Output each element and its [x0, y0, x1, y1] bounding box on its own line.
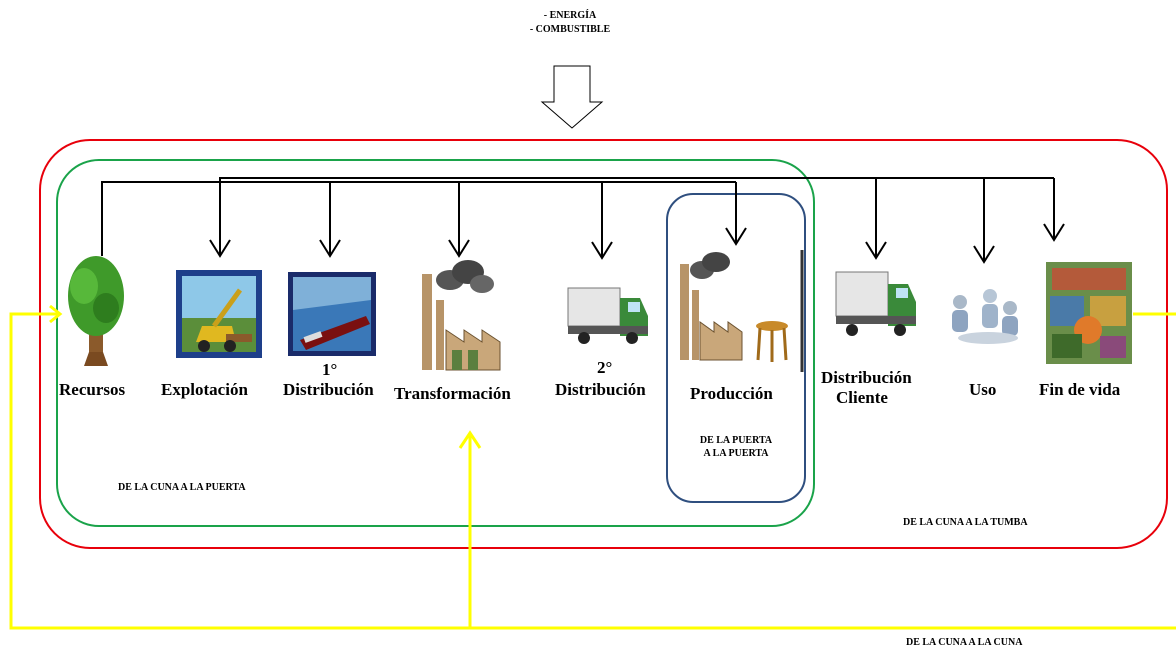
cradle-to-gate-label: DE LA CUNA A LA PUERTA: [118, 482, 246, 493]
stage-prefix-distribucion-1: 1°: [322, 360, 338, 379]
stage-label-recursos: Recursos: [59, 380, 126, 399]
gate-to-gate-label-line2: A LA PUERTA: [703, 448, 769, 459]
tree-icon: [68, 256, 124, 366]
ship-icon: [288, 272, 376, 356]
stage-label2-distribucion-cliente: Cliente: [836, 388, 888, 407]
input-energy-label: - ENERGÍA: [543, 10, 597, 21]
stage-prefix-distribucion-2: 2°: [597, 358, 613, 377]
cradle-to-grave-boundary: [39, 139, 1168, 549]
cradle-to-cradle-loop: [9, 304, 1176, 630]
recycling-collage-icon: [1046, 262, 1132, 364]
cradle-to-grave-label: DE LA CUNA A LA TUMBA: [903, 517, 1028, 528]
factory-icon: [422, 260, 501, 371]
cradle-to-cradle-label: DE LA CUNA A LA CUNA: [906, 637, 1023, 648]
gate-to-gate-label-line1: DE LA PUERTA: [699, 435, 773, 446]
logging-machine-icon: [176, 270, 262, 358]
stage-label-distribucion-2: Distribución: [555, 380, 646, 399]
stage-arrowheads: [209, 223, 1065, 264]
stage-label-distribucion-1: Distribución: [283, 380, 374, 399]
stage-label-distribucion-cliente: Distribución: [821, 368, 912, 387]
stage-label-fin-de-vida: Fin de vida: [1039, 380, 1121, 399]
input-arrow: [540, 65, 604, 129]
factory-table-icon: [680, 252, 788, 362]
truck-icon: [567, 287, 648, 344]
energy-distribution-lines: [101, 177, 1055, 372]
stage-label-transformacion: Transformación: [394, 384, 511, 403]
truck-icon: [835, 271, 916, 336]
input-fuel-label: - COMBUSTIBLE: [529, 24, 611, 35]
people-using-icon: [952, 289, 1018, 344]
stage-label-produccion: Producción: [690, 384, 773, 403]
stage-label-uso: Uso: [969, 380, 997, 399]
cradle-to-gate-boundary: [56, 159, 815, 527]
stage-label-explotacion: Explotación: [161, 380, 248, 399]
